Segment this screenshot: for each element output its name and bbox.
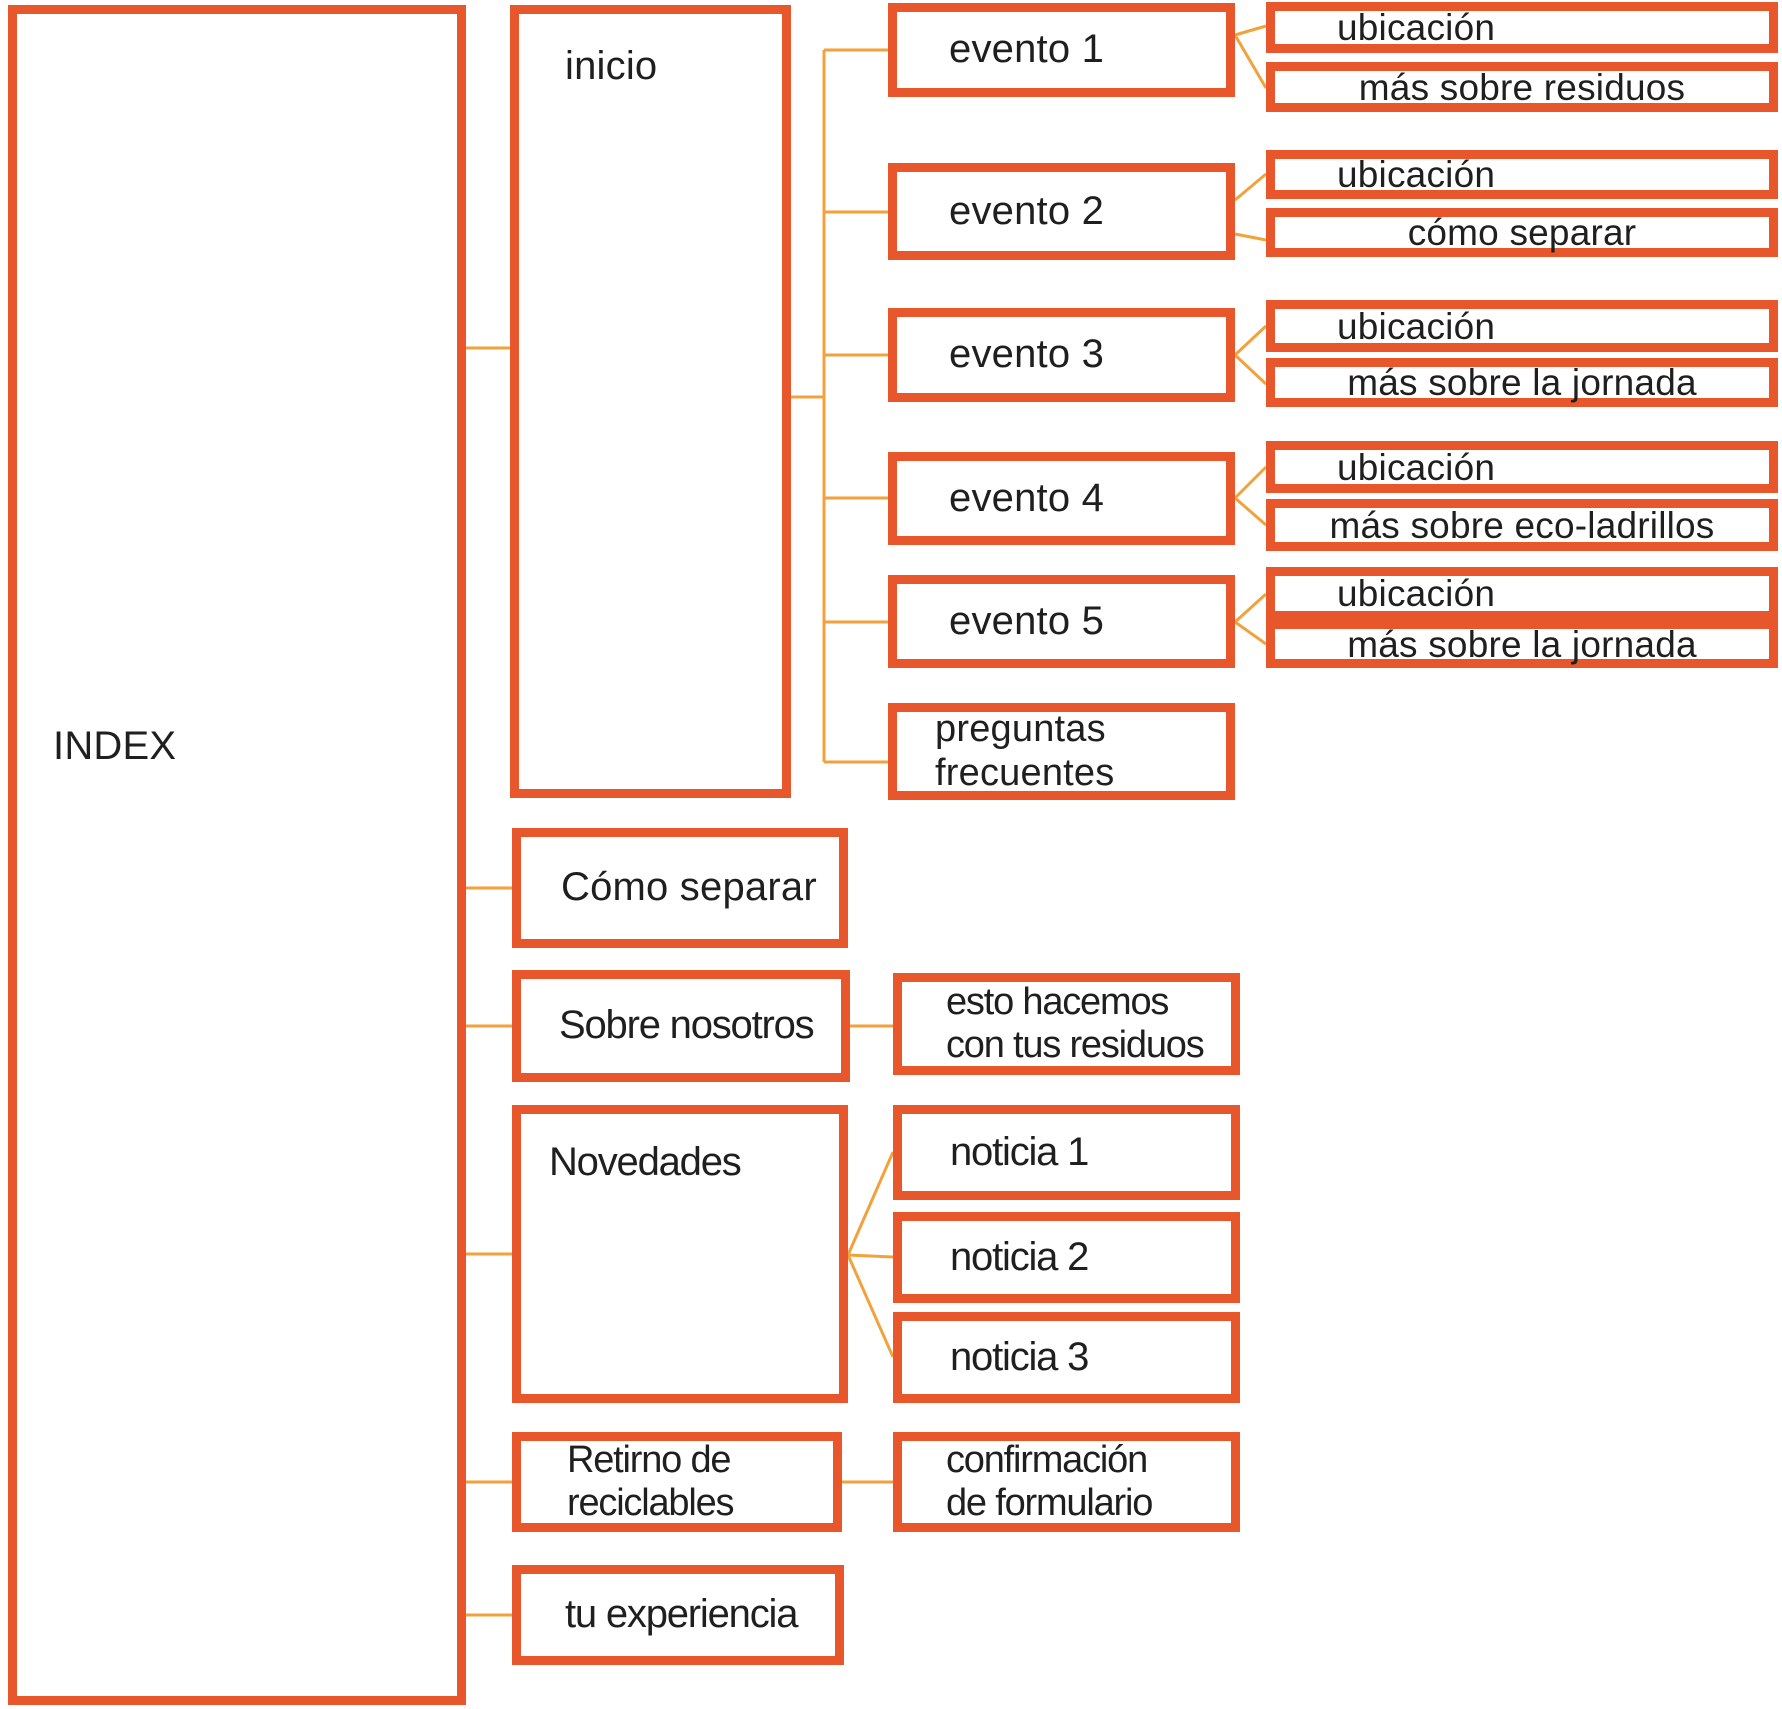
node-evento-2-como-separar: cómo separar	[1266, 208, 1778, 257]
connector-line	[1233, 465, 1268, 500]
node-noticia-3: noticia 3	[893, 1312, 1240, 1403]
node-label: noticia 1	[950, 1129, 1089, 1174]
node-label: ubicación	[1337, 446, 1496, 488]
node-evento-3: evento 3	[888, 308, 1235, 402]
node-confirmacion-de-formulario: confirmación de formulario	[893, 1432, 1240, 1532]
node-label: noticia 3	[950, 1334, 1089, 1379]
node-label: Cómo separar	[561, 865, 817, 910]
connector-line	[1234, 496, 1267, 527]
node-index: INDEX	[8, 5, 466, 1705]
node-evento-1: evento 1	[888, 3, 1235, 97]
node-inicio: inicio	[510, 5, 791, 798]
connector-line	[1234, 232, 1267, 242]
node-label: evento 4	[949, 475, 1105, 520]
node-evento-2-ubicacion: ubicación	[1266, 150, 1778, 199]
connector-line	[1233, 34, 1268, 89]
node-tu-experiencia: tu experiencia	[512, 1565, 844, 1665]
node-label: ubicación	[1337, 305, 1496, 347]
node-label: más sobre la jornada	[1347, 623, 1697, 665]
node-retirno-de-reciclables: Retirno de reciclables	[512, 1432, 842, 1532]
connector-line	[846, 1254, 895, 1358]
node-sobre-nosotros: Sobre nosotros	[512, 970, 850, 1082]
node-evento-2: evento 2	[888, 163, 1235, 260]
node-label: evento 1	[949, 27, 1105, 72]
node-evento-1-ubicacion: ubicación	[1266, 2, 1778, 53]
node-label: evento 2	[949, 188, 1105, 233]
node-label: ubicación	[1337, 573, 1496, 614]
node-label: más sobre residuos	[1358, 66, 1686, 108]
node-noticia-1: noticia 1	[893, 1105, 1240, 1200]
connector-line	[1233, 353, 1268, 386]
node-label: preguntas frecuentes	[935, 708, 1115, 794]
node-label: confirmación de formulario	[946, 1438, 1153, 1524]
connector-line	[1234, 620, 1267, 646]
node-evento-5-mas-sobre-la-jornada: más sobre la jornada	[1266, 620, 1778, 668]
node-label: Novedades	[549, 1140, 742, 1184]
node-evento-4: evento 4	[888, 452, 1235, 545]
node-label: evento 5	[949, 598, 1105, 643]
node-evento-5-ubicacion: ubicación	[1266, 567, 1778, 620]
node-label: INDEX	[53, 724, 177, 768]
node-novedades: Novedades	[512, 1105, 848, 1403]
node-label: Retirno de reciclables	[567, 1438, 735, 1524]
node-label: Sobre nosotros	[559, 1003, 815, 1048]
node-noticia-2: noticia 2	[893, 1212, 1240, 1303]
node-evento-1-mas-sobre-residuos: más sobre residuos	[1266, 62, 1778, 112]
node-evento-4-mas-sobre-eco-ladrillos: más sobre eco-ladrillos	[1266, 499, 1778, 551]
node-label: inicio	[565, 44, 658, 88]
node-label: evento 3	[949, 332, 1105, 377]
node-evento-3-mas-sobre-la-jornada: más sobre la jornada	[1266, 358, 1778, 407]
node-como-separar: Cómo separar	[512, 828, 848, 948]
node-label: cómo separar	[1407, 212, 1637, 253]
connector-line	[1234, 24, 1267, 37]
connector-line	[1233, 592, 1268, 624]
node-label: tu experiencia	[565, 1592, 798, 1637]
node-preguntas-frecuentes: preguntas frecuentes	[888, 703, 1235, 800]
connector-line	[1233, 324, 1268, 357]
node-esto-hacemos-con-tus-residuos: esto hacemos con tus residuos	[893, 973, 1240, 1075]
connector-line	[847, 1253, 894, 1259]
node-evento-3-ubicacion: ubicación	[1266, 300, 1778, 352]
node-label: ubicación	[1337, 154, 1496, 195]
node-label: ubicación	[1337, 7, 1496, 48]
node-evento-5: evento 5	[888, 575, 1235, 668]
node-label: noticia 2	[950, 1234, 1089, 1279]
node-label: más sobre la jornada	[1347, 362, 1697, 403]
node-label: esto hacemos con tus residuos	[946, 980, 1205, 1066]
connector-line	[846, 1151, 895, 1256]
connector-line	[1234, 172, 1267, 202]
node-evento-4-ubicacion: ubicación	[1266, 441, 1778, 493]
node-label: más sobre eco-ladrillos	[1329, 504, 1715, 546]
